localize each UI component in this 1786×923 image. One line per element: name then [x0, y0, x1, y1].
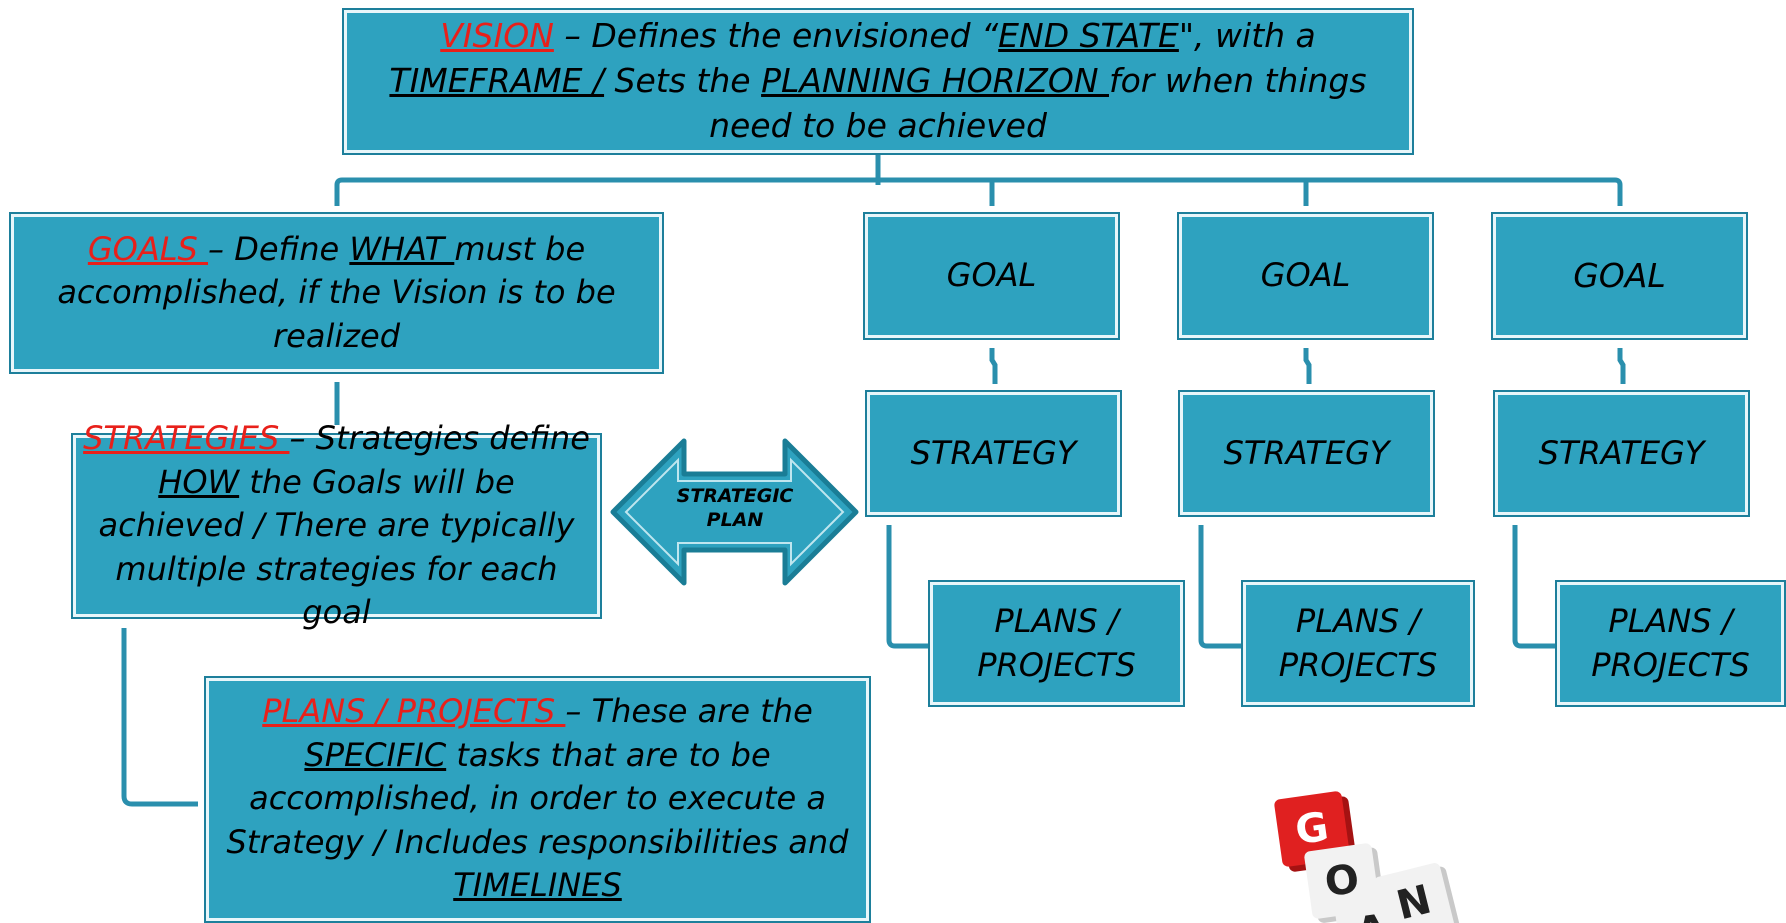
plans-description-box: PLANS / PROJECTS – These are the SPECIFI…: [204, 676, 871, 923]
strategy-box-1: STRATEGY: [865, 390, 1122, 517]
strategic-plan-double-arrow: [610, 438, 859, 586]
strategies-description-box: STRATEGIES – Strategies define HOW the G…: [71, 419, 602, 631]
strategies-keyword: STRATEGIES: [83, 419, 290, 458]
goal-strategy-link-1: [989, 348, 998, 384]
strategy-plans-link-1: [886, 525, 928, 649]
goal-strategy-link-2: [1303, 348, 1312, 384]
strategies-description-text: STRATEGIES – Strategies define HOW the G…: [83, 419, 590, 632]
timeframe-term: TIMEFRAME /: [389, 61, 605, 101]
goal-box-1: GOAL: [863, 212, 1120, 340]
planning-horizon-term: PLANNING HORIZON: [761, 61, 1109, 101]
vision-box: VISION – Defines the envisioned “END STA…: [342, 8, 1414, 155]
vision-text: VISION – Defines the envisioned “END STA…: [389, 16, 1367, 145]
timelines-term: TIMELINES: [453, 866, 622, 905]
plans-box-3: PLANS / PROJECTS: [1555, 580, 1786, 707]
strategy-box-2: STRATEGY: [1178, 390, 1435, 517]
goals-keyword: GOALS: [87, 229, 209, 268]
goal-cubes-illustration: G O A N: [1260, 785, 1500, 923]
top-bus-line: [334, 177, 1623, 206]
goals-description-text: GOALS – Define WHAT must be accomplished…: [57, 229, 616, 355]
specific-term: SPECIFIC: [304, 735, 447, 774]
strategy-plans-link-2: [1198, 525, 1241, 649]
plans-keyword: PLANS / PROJECTS: [262, 692, 566, 730]
cube-n: N: [1372, 861, 1456, 923]
how-term: HOW: [158, 462, 240, 501]
goals-description-box: GOALS – Define WHAT must be accomplished…: [9, 212, 664, 374]
strategy-plans-link-3: [1512, 525, 1555, 649]
plans-box-2: PLANS / PROJECTS: [1241, 580, 1475, 707]
goal-box-3: GOAL: [1491, 212, 1748, 340]
plans-box-1: PLANS / PROJECTS: [928, 580, 1185, 707]
strategies-to-plans-line: [121, 628, 198, 807]
strategy-box-3: STRATEGY: [1493, 390, 1750, 517]
goal-box-2: GOAL: [1177, 212, 1434, 340]
plans-description-text: PLANS / PROJECTS – These are the SPECIFI…: [226, 692, 849, 905]
strategic-plan-label: STRATEGIC PLAN: [676, 485, 794, 531]
what-term: WHAT: [349, 229, 455, 268]
end-state-term: END STATE: [998, 16, 1179, 56]
goal-strategy-link-3: [1617, 348, 1626, 384]
vision-keyword: VISION: [440, 16, 554, 56]
